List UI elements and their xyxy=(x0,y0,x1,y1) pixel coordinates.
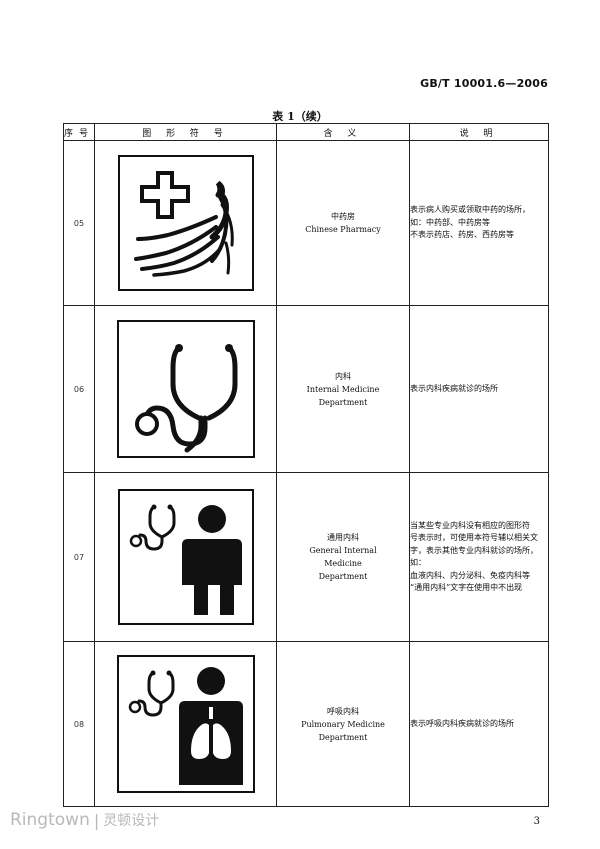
symbol-table: 序号 图 形 符 号 含 义 说 明 05 中药房 Chinese xyxy=(63,123,549,807)
table-row: 08 呼吸内科 Pulmonary Medici xyxy=(63,641,549,807)
meaning-cell: 通用内科 General Internal Medicine Departmen… xyxy=(276,472,410,642)
description-line: 号表示时，可使用本符号辅以相关文 xyxy=(410,533,538,542)
person-lungs-stethoscope-icon xyxy=(116,655,255,793)
symbol-cell xyxy=(94,305,277,473)
description-line: “通用内科”文字在使用中不出现 xyxy=(410,583,523,592)
description-line: 当某些专业内科没有相应的图形符 xyxy=(410,520,530,530)
table-row: 07 通用内科 General Internal Medicine Depart… xyxy=(63,472,549,642)
meaning-english: Chinese Pharmacy xyxy=(305,225,381,234)
row-number: 06 xyxy=(63,305,95,473)
row-number: 05 xyxy=(63,140,95,306)
table-header-row: 序号 图 形 符 号 含 义 说 明 xyxy=(63,123,549,141)
watermark-chinese: 灵顿设计 xyxy=(103,813,160,829)
description-line: 如：中药部、中药房等 xyxy=(410,217,490,227)
description-line: 不表示药店、药房、西药房等 xyxy=(410,230,514,240)
stethoscope-icon xyxy=(116,320,255,458)
description-cell: 表示病人购买或领取中药的场所， 如：中药部、中药房等 不表示药店、药房、西药房等 xyxy=(409,140,549,306)
description-line: 表示病人购买或领取中药的场所， xyxy=(410,205,530,215)
watermark-brand: Ringtown xyxy=(10,810,90,830)
meaning-english: Internal Medicine xyxy=(306,384,380,394)
row-number: 07 xyxy=(63,472,95,642)
column-header-no: 序号 xyxy=(63,123,95,141)
meaning-cell: 中药房 Chinese Pharmacy xyxy=(276,140,410,306)
description-line: 表示内科疾病就诊的场所 xyxy=(410,383,498,393)
page-number: 3 xyxy=(533,816,540,827)
description-line: 表示呼吸内科疾病就诊的场所 xyxy=(410,718,514,728)
meaning-chinese: 内科 xyxy=(335,371,351,381)
symbol-cell xyxy=(94,140,277,306)
chinese-pharmacy-cross-ginseng-icon xyxy=(117,155,254,291)
column-header-description: 说 明 xyxy=(409,123,549,141)
table-row: 05 中药房 Chinese Pharmacy 表示病人购买或领取中药的场所， xyxy=(63,140,549,306)
meaning-cell: 内科 Internal Medicine Department xyxy=(276,305,410,473)
meaning-chinese: 中药房 xyxy=(331,212,355,221)
meaning-english: Department xyxy=(318,397,368,407)
watermark-separator: | xyxy=(93,810,100,830)
table-row: 06 内科 Internal Medicine Department xyxy=(63,305,549,473)
description-cell: 当某些专业内科没有相应的图形符 号表示时，可使用本符号辅以相关文 字，表示其他专… xyxy=(409,472,549,642)
symbol-cell xyxy=(94,472,277,642)
person-with-stethoscope-icon xyxy=(117,489,254,625)
table-title: 表 1（续） xyxy=(272,110,328,123)
description-cell: 表示呼吸内科疾病就诊的场所 xyxy=(409,641,549,807)
watermark: Ringtown | 灵顿设计 xyxy=(10,810,159,830)
meaning-english: Medicine xyxy=(324,559,362,568)
description-line: 血液内科、内分泌科、免疫内科等 xyxy=(410,570,530,580)
meaning-chinese: 呼吸内科 xyxy=(327,706,359,716)
meaning-chinese: 通用内科 xyxy=(327,533,359,542)
meaning-english: General Internal xyxy=(309,546,377,555)
row-number: 08 xyxy=(63,641,95,807)
description-cell: 表示内科疾病就诊的场所 xyxy=(409,305,549,473)
meaning-english: Department xyxy=(318,572,368,581)
symbol-cell xyxy=(94,641,277,807)
meaning-english: Pulmonary Medicine xyxy=(301,719,385,729)
column-header-meaning: 含 义 xyxy=(276,123,410,141)
standard-code: GB/T 10001.6—2006 xyxy=(420,77,548,90)
description-line: 字，表示其他专业内科就诊的场所，如： xyxy=(410,545,538,568)
meaning-english: Department xyxy=(318,732,368,742)
meaning-cell: 呼吸内科 Pulmonary Medicine Department xyxy=(276,641,410,807)
column-header-symbol: 图 形 符 号 xyxy=(94,123,277,141)
